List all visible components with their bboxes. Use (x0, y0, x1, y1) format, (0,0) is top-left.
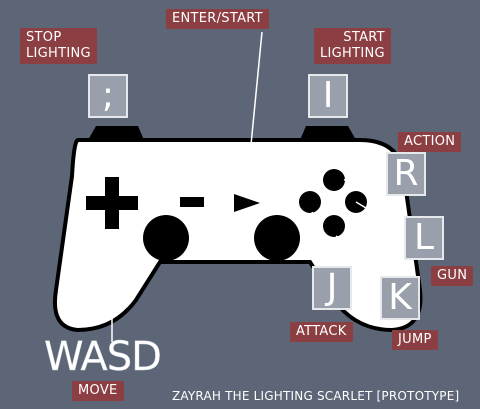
start-button (234, 194, 260, 212)
leader-lines (111, 31, 407, 342)
left-analog-stick (143, 215, 189, 261)
face-button-bottom (323, 215, 345, 237)
left-shoulder-button (88, 126, 144, 140)
label-jump: JUMP (392, 330, 438, 350)
right-analog-stick (254, 215, 300, 261)
face-button-left (299, 191, 321, 213)
key-action: R (386, 152, 426, 196)
label-action: ACTION (398, 132, 462, 152)
wasd-text: WASD (44, 334, 162, 380)
key-attack: J (312, 266, 352, 310)
label-gun: GUN (431, 266, 474, 286)
key-stop-lighting: ; (88, 74, 128, 118)
label-move: MOVE (72, 381, 124, 401)
controller-body (53, 138, 423, 333)
label-attack: ATTACK (290, 322, 353, 342)
label-start-lighting: START LIGHTING (314, 28, 391, 64)
label-stop-lighting: STOP LIGHTING (20, 28, 97, 64)
face-button-top (323, 169, 345, 191)
select-button (180, 197, 204, 207)
key-jump: K (380, 276, 420, 320)
key-gun: L (404, 216, 444, 260)
key-start-lighting: I (308, 74, 348, 118)
right-shoulder-button (300, 126, 356, 140)
label-enter-start: ENTER/START (166, 9, 269, 29)
game-title-footer: ZAYRAH THE LIGHTING SCARLET [PROTOTYPE] (172, 389, 460, 403)
